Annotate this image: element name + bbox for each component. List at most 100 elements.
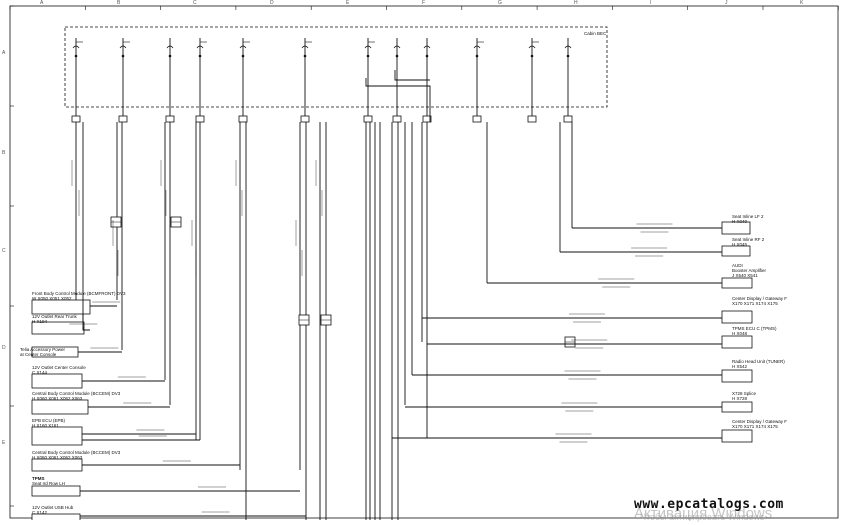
module-title: TPMS [32, 476, 45, 481]
module-pins: H X060 X061 X062 X063 [32, 455, 83, 460]
connector-block [300, 115, 310, 123]
grid-row-label: B [2, 150, 6, 156]
module-pins: H X728 [732, 396, 748, 401]
fuse-dot [121, 54, 125, 58]
left-module-box [31, 458, 83, 472]
connector-block [165, 115, 175, 123]
left-module-box [31, 299, 91, 315]
horizontal-wire [82, 300, 90, 331]
grid-row-label: A [2, 50, 6, 56]
grid-col-label: H [574, 0, 578, 6]
fuse-symbol [196, 45, 204, 49]
fuse-symbol [423, 45, 431, 49]
fuse-symbol [528, 45, 536, 49]
activation-watermark: Активация Windows [634, 505, 773, 522]
module-title: Seat Inline RF 2 [732, 237, 765, 242]
grid-col-label: F [422, 0, 426, 6]
fuse-symbol [301, 45, 309, 49]
fuse-symbol [473, 45, 481, 49]
fuse-dot [566, 54, 570, 58]
harness-bundle [365, 78, 431, 122]
connector-block [238, 115, 248, 123]
fuse-symbol [393, 45, 401, 49]
connector-block [118, 115, 128, 123]
grid-row-label: E [2, 440, 6, 446]
module-pins: H X160 X161 [32, 423, 59, 428]
module-pins: H X040 [732, 219, 748, 224]
fuse-symbol [119, 45, 127, 49]
cabin-box [64, 26, 608, 108]
grid-col-label: K [800, 0, 804, 6]
module-pins: H X045 [732, 242, 748, 247]
module-pins: C X144 [32, 370, 48, 375]
module-title: EPB ECU (EPB) [32, 418, 66, 423]
connector-block [527, 115, 537, 123]
fuse-symbol [166, 45, 174, 49]
module-pins: X170 X171 X174 X175 [732, 424, 778, 429]
grid-col-label: C [193, 0, 197, 6]
activation-sub-watermark: Чтобы активировать Windows [640, 512, 765, 522]
module-title: 12V Outlet Rear Trunk [32, 314, 77, 319]
fuse-symbol [564, 45, 572, 49]
module-title: Seat Inline LF 2 [732, 214, 764, 219]
module-pins: J X540 X541 [732, 273, 758, 278]
grid-col-label: B [117, 0, 121, 6]
right-module-box [721, 369, 753, 383]
connector-block [563, 115, 573, 123]
cabin-box-label: Cabin BEC [584, 31, 607, 36]
connector-block [392, 115, 402, 123]
module-title: 12V Outlet Center Console [32, 365, 86, 370]
connector-block [71, 115, 81, 123]
grid-col-label: J [725, 0, 728, 6]
module-title: Telia Accessory Power [20, 347, 66, 352]
module-title: AUDI [732, 263, 743, 268]
module-pins: H X048 [732, 331, 748, 336]
grid-col-label: G [498, 0, 502, 6]
module-title: Central Body Control Module (BCCEM) DV3 [32, 450, 121, 455]
left-module-box [31, 485, 81, 497]
left-module-box [31, 373, 83, 389]
fuse-dot [198, 54, 202, 58]
module-title: TPMS ECU C (TPMS) [732, 326, 777, 331]
fuse-dot [425, 54, 429, 58]
right-module-box [721, 401, 753, 413]
module-pins: H X194 [32, 319, 48, 324]
connector-block [363, 115, 373, 123]
fuse-dot [241, 54, 245, 58]
fuse-dot [74, 54, 78, 58]
module-title: Center Display / Gateway F [732, 419, 788, 424]
harness-bundle [394, 70, 430, 81]
connector-block [195, 115, 205, 123]
fuse-dot [475, 54, 479, 58]
fuse-symbol [239, 45, 247, 49]
module-sub: Booster Amplifier [732, 268, 767, 273]
module-pins: H X060 X061 X062 X063 [32, 396, 83, 401]
left-module-box [31, 426, 83, 446]
connector-block [472, 115, 482, 123]
fuse-dot [303, 54, 307, 58]
site-watermark: www.epcatalogs.com [634, 497, 784, 512]
right-module-box [721, 277, 753, 289]
module-pins: X170 X171 X174 X175 [732, 301, 778, 306]
fuse-symbol [364, 45, 372, 49]
right-module-box [721, 335, 753, 349]
right-module-box [721, 245, 751, 257]
module-title: 12V Outlet USB Hub [32, 505, 74, 510]
module-title: Central Body Control Module (BCCEM) DV3 [32, 391, 121, 396]
module-title: Center Display / Gateway F [732, 296, 788, 301]
fuse-dot [366, 54, 370, 58]
fuse-symbol [72, 45, 80, 49]
module-sub: at Center Console [20, 352, 57, 357]
module-title: Radio Head Unit (TUNER) [732, 359, 785, 364]
grid-row-label: C [2, 248, 6, 254]
module-pins: W X050 X051 X052 [32, 296, 72, 301]
module-title: X728 Splice [732, 391, 757, 396]
grid-col-label: A [40, 0, 44, 6]
fuse-dot [530, 54, 534, 58]
module-sub: Seat Ird Row LH [32, 481, 66, 486]
right-module-box [721, 310, 753, 324]
left-module-box [31, 399, 89, 415]
module-title: Front Body Control Module (BCMFRONT) DV3 [32, 291, 126, 296]
